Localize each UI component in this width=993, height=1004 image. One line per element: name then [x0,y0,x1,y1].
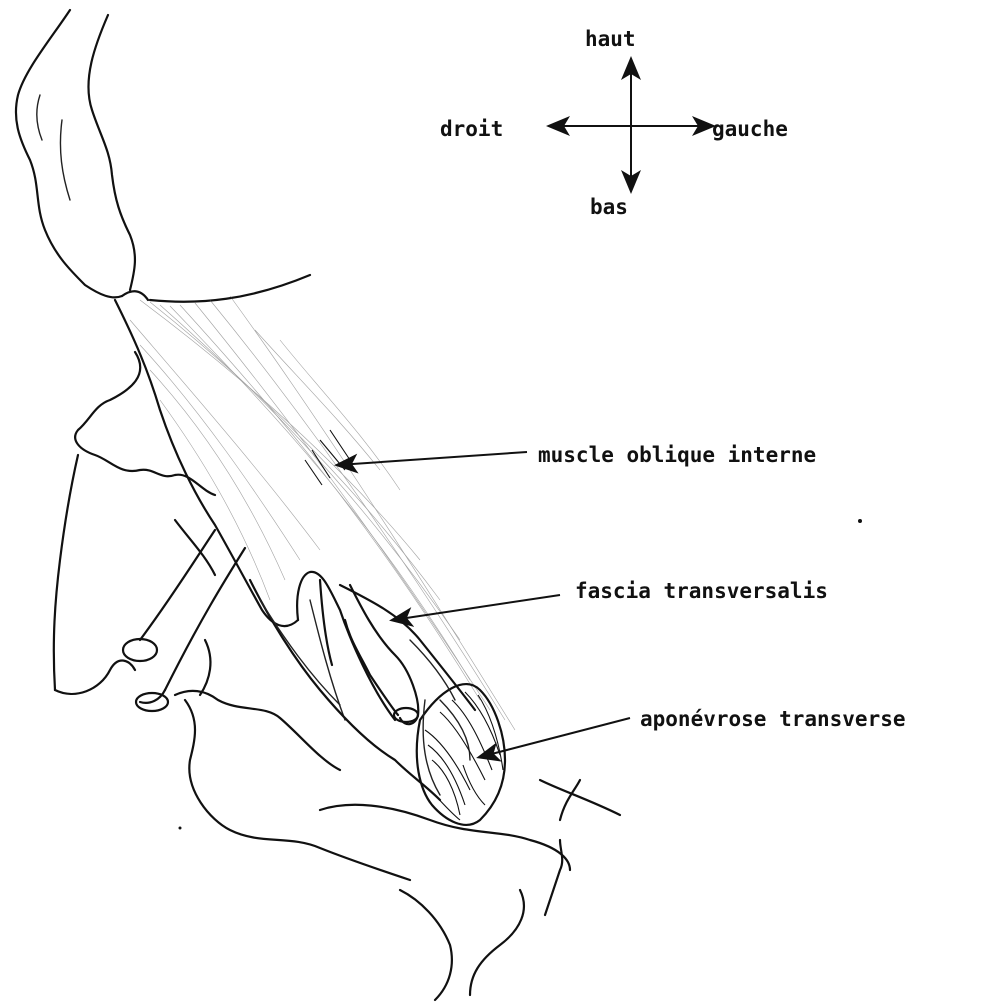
cord-tube [123,530,245,711]
orientation-compass: haut bas droit gauche [440,27,788,219]
upper-strand [16,10,148,300]
transversalis-fascia [297,572,475,724]
compass-down-label: bas [590,195,628,219]
internal-oblique-muscle [115,275,515,730]
compass-right-side-label: droit [440,117,503,141]
pelvic-outline [54,352,620,1000]
transverse-aponeurosis [410,640,505,825]
internal-oblique-arrow [338,452,527,465]
compass-left-side-label: gauche [712,117,788,141]
transverse-aponeurosis-label: aponévrose transverse [640,707,906,731]
speck-dot [858,519,862,523]
transversalis-fascia-label: fascia transversalis [575,579,828,603]
internal-oblique-label: muscle oblique interne [538,443,816,467]
speck-dot [179,827,182,830]
transversalis-fascia-arrow [393,595,560,620]
compass-up-label: haut [585,27,636,51]
